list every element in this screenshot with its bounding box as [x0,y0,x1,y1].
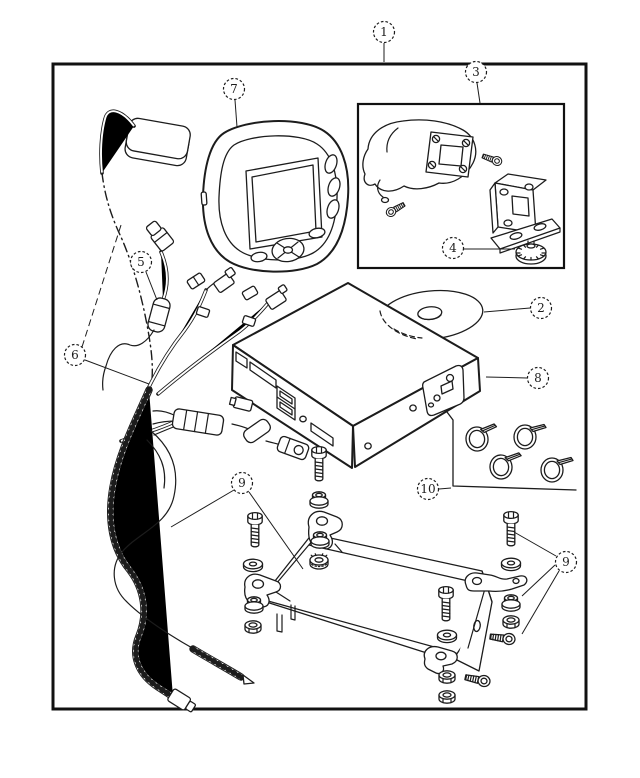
callout-leader-line [485,376,528,379]
callout-leader-line [521,564,556,597]
gps-antenna [99,109,191,390]
display-side-buttons [324,154,341,219]
callout-circle [526,366,550,390]
harness-eyelet-connector [276,435,310,461]
wiring-harness [102,220,310,713]
callout-leader-line [248,491,304,570]
mounting-bracket-plate [259,533,493,662]
callout-9: 9 [170,471,304,570]
callout-number: 1 [380,25,388,39]
mount-base-bracket [489,173,561,254]
callout-number: 9 [562,555,570,569]
callout-9: 9 [513,531,578,635]
display-mount-kit [362,119,561,265]
callout-circle [222,77,246,101]
callout-4: 4 [441,236,515,260]
callout-1: 1 [372,20,396,62]
side-screw [463,671,492,689]
callout-circle [230,471,254,495]
callout-number: 2 [537,301,545,315]
disc-hidden-edge [379,310,418,340]
callout-circle [529,296,553,320]
callout-leader-line [170,489,235,528]
harness-ferrite-2 [243,418,271,444]
bracket-bolt [247,511,263,548]
callout-number: 3 [472,65,480,79]
thumbscrew-knob [515,240,547,265]
callout-leader-line [476,82,481,104]
callout-2: 2 [483,296,553,320]
harness-ferrite [147,297,171,333]
clips-boundary-line [446,411,577,491]
cable-end-tip [242,674,255,685]
callout-number: 7 [230,82,238,96]
bracket-bolt [503,510,519,547]
callout-leader-line [483,307,531,313]
cable-clips [446,411,577,491]
callout-number: 8 [534,371,542,385]
display-side-tab [200,191,208,206]
callout-10: 10 [416,477,452,501]
callout-number: 6 [71,348,79,362]
callout-leader-line [521,570,560,635]
callout-circle [372,20,396,44]
nav-receiver-unit [231,282,481,469]
callout-circle [416,477,440,501]
callout-leader-line [438,487,452,490]
callout-leader-line [145,271,158,301]
mount-screw-left [384,200,407,219]
callout-circle [554,550,578,574]
callout-3: 3 [464,60,488,104]
mount-kit-inset-box [356,102,566,270]
callout-7: 7 [222,77,246,128]
harness-junction [171,408,225,436]
callout-leader-line [513,531,557,557]
display-button-right [308,227,326,239]
receiver-side-plate [422,364,465,417]
callout-leader-line [81,221,123,348]
callout-8: 8 [485,366,550,390]
callout-circle [129,250,153,274]
antenna-cable-hidden-run [101,172,154,390]
bracket-bolt [311,445,327,482]
mount-plate [425,131,474,178]
corner-tab-wide [464,572,528,593]
mount-screw-right [480,151,504,168]
callout-number: 10 [420,482,435,496]
harness-end-connector [167,688,197,713]
callout-number: 5 [137,255,145,269]
display-unit [200,120,350,273]
callout-circle [464,60,488,84]
display-dpad [271,237,305,263]
harness-branch-connectors [186,266,288,327]
callout-circle [441,236,465,260]
receiver-front-connectors [235,351,334,447]
callout-6: 6 [63,221,150,385]
mounting-bracket-assembly [242,445,528,704]
callout-number: 9 [238,476,246,490]
callout-circle [63,343,87,367]
callout-5: 5 [129,250,158,301]
kit-outline-frame [51,62,588,711]
callout-number: 4 [449,241,457,255]
side-screw [488,630,517,646]
corrugated-tube [108,387,176,700]
callout-layer: 1 3 7 5 6 4 2 8 10 9 9 [63,20,578,635]
harness-connector-top [145,220,175,252]
callout-leader-line [234,99,238,128]
harness-small-connector [228,396,254,412]
callout-leader-line [84,359,150,385]
display-screen [251,164,317,243]
display-button-left [250,251,268,263]
